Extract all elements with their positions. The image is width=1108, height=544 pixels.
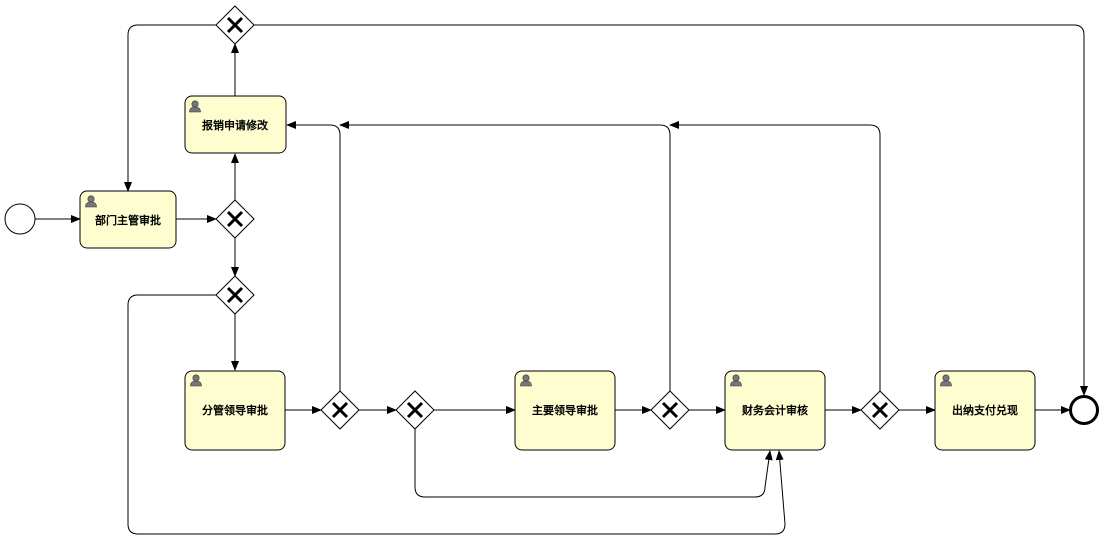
task-dept-approval[interactable]: 部门主管审批 [79,190,177,249]
exclusive-gateway-x-icon [226,210,244,228]
task-label: 分管领导审批 [202,403,268,417]
start-event[interactable] [4,203,36,235]
gateway-top[interactable] [215,5,255,45]
task-deputy-leader[interactable]: 分管领导审批 [184,370,286,451]
task-label: 报销申请修改 [202,118,269,132]
flow-gw6-to-revise [669,121,881,391]
gateway-after-finance[interactable] [860,390,900,430]
flow-gw2-to-finance [127,294,786,535]
exclusive-gateway-x-icon [871,401,889,419]
flow-gwtop-to-end [254,24,1088,396]
task-main-leader[interactable]: 主要领导审批 [514,370,616,451]
gateway-after-main[interactable] [650,390,690,430]
task-label: 主要领导审批 [532,403,598,417]
flow-gwtop-to-dept [124,24,216,192]
start-event-circle [4,203,36,235]
flow-gw5-to-revise [339,121,671,391]
flow-gw3-to-revise [286,121,341,391]
flow-gw4-to-finance [414,429,773,498]
gateway-amount-split[interactable] [215,275,255,315]
exclusive-gateway-x-icon [226,16,244,34]
end-event[interactable] [1069,395,1099,425]
end-event-circle [1069,395,1099,425]
exclusive-gateway-x-icon [226,286,244,304]
task-label: 财务会计审核 [741,403,808,417]
task-label: 部门主管审批 [95,213,161,227]
task-finance[interactable]: 财务会计审核 [724,370,826,451]
gateway-deputy-split[interactable] [395,390,435,430]
sequence-flows [35,24,1088,535]
exclusive-gateway-x-icon [331,401,349,419]
gateway-after-deputy[interactable] [320,390,360,430]
task-revise[interactable]: 报销申请修改 [184,95,287,154]
exclusive-gateway-x-icon [406,401,424,419]
task-label: 出纳支付兑现 [952,403,1018,417]
exclusive-gateway-x-icon [661,401,679,419]
task-cashier[interactable]: 出纳支付兑现 [934,370,1036,451]
gateway-after-dept[interactable] [215,199,255,239]
